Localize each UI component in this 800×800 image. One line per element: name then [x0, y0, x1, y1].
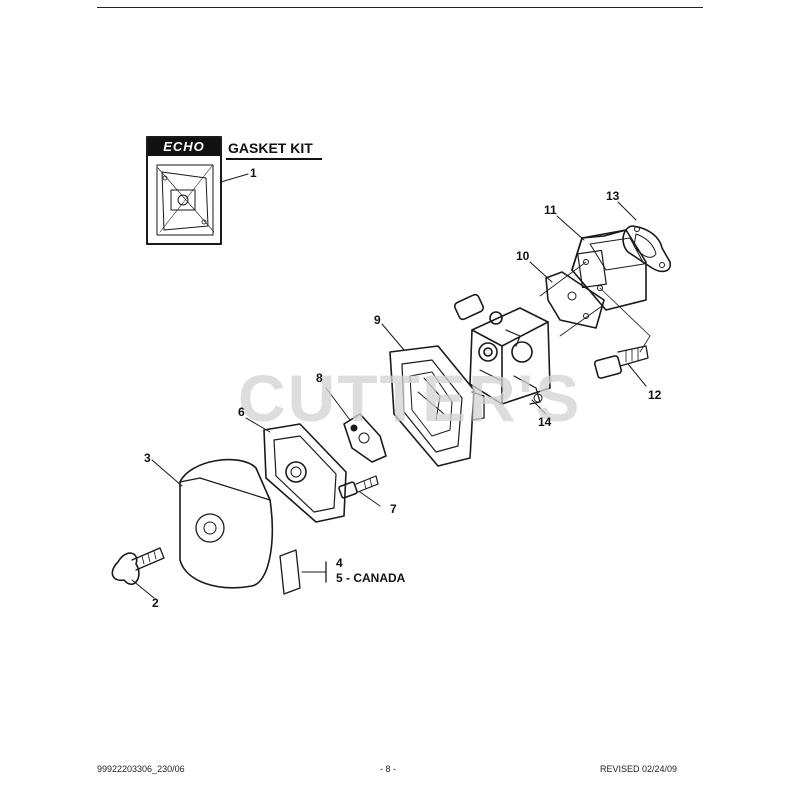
- air-cleaner-cover-3: [179, 458, 274, 589]
- footer-page-number: - 8 -: [380, 764, 397, 774]
- label-4-5: [279, 549, 327, 595]
- callout-14: 14: [538, 415, 552, 429]
- gasket-kit-logo: ECHO: [163, 139, 205, 154]
- gasket-kit-package: [146, 136, 222, 245]
- gasket-kit-title-underline: [226, 158, 322, 160]
- callout-6: 6: [238, 405, 245, 419]
- callout-10: 10: [516, 249, 530, 263]
- callout-9: 9: [374, 313, 381, 327]
- insulator-11: [571, 229, 647, 311]
- callout-1: 1: [250, 166, 257, 180]
- footer-revised-date: REVISED 02/24/09: [600, 764, 678, 774]
- callout-11: 11: [544, 203, 557, 217]
- callout-8: 8: [316, 371, 323, 385]
- plate-8: [343, 413, 387, 463]
- gasket-10: [545, 271, 605, 329]
- callout-2: 2: [152, 596, 159, 610]
- top-rule: [97, 7, 703, 8]
- bolt-12: [593, 345, 649, 379]
- callout-12: 12: [648, 388, 662, 402]
- callout-5: 5 - CANADA: [336, 571, 406, 585]
- callout-7: 7: [390, 502, 397, 516]
- callout-3: 3: [144, 451, 151, 465]
- air-filter-element-6: [263, 423, 347, 523]
- callout-4: 4: [336, 556, 343, 570]
- wing-knob-2: [111, 547, 165, 586]
- callout-13: 13: [606, 189, 620, 203]
- footer-part-number: 99922203306_230/06: [97, 764, 185, 774]
- carburetor-14: [453, 293, 551, 405]
- air-cleaner-base-9: [389, 345, 485, 467]
- gasket-13: [622, 225, 672, 273]
- gasket-kit-title: GASKET KIT: [228, 140, 313, 156]
